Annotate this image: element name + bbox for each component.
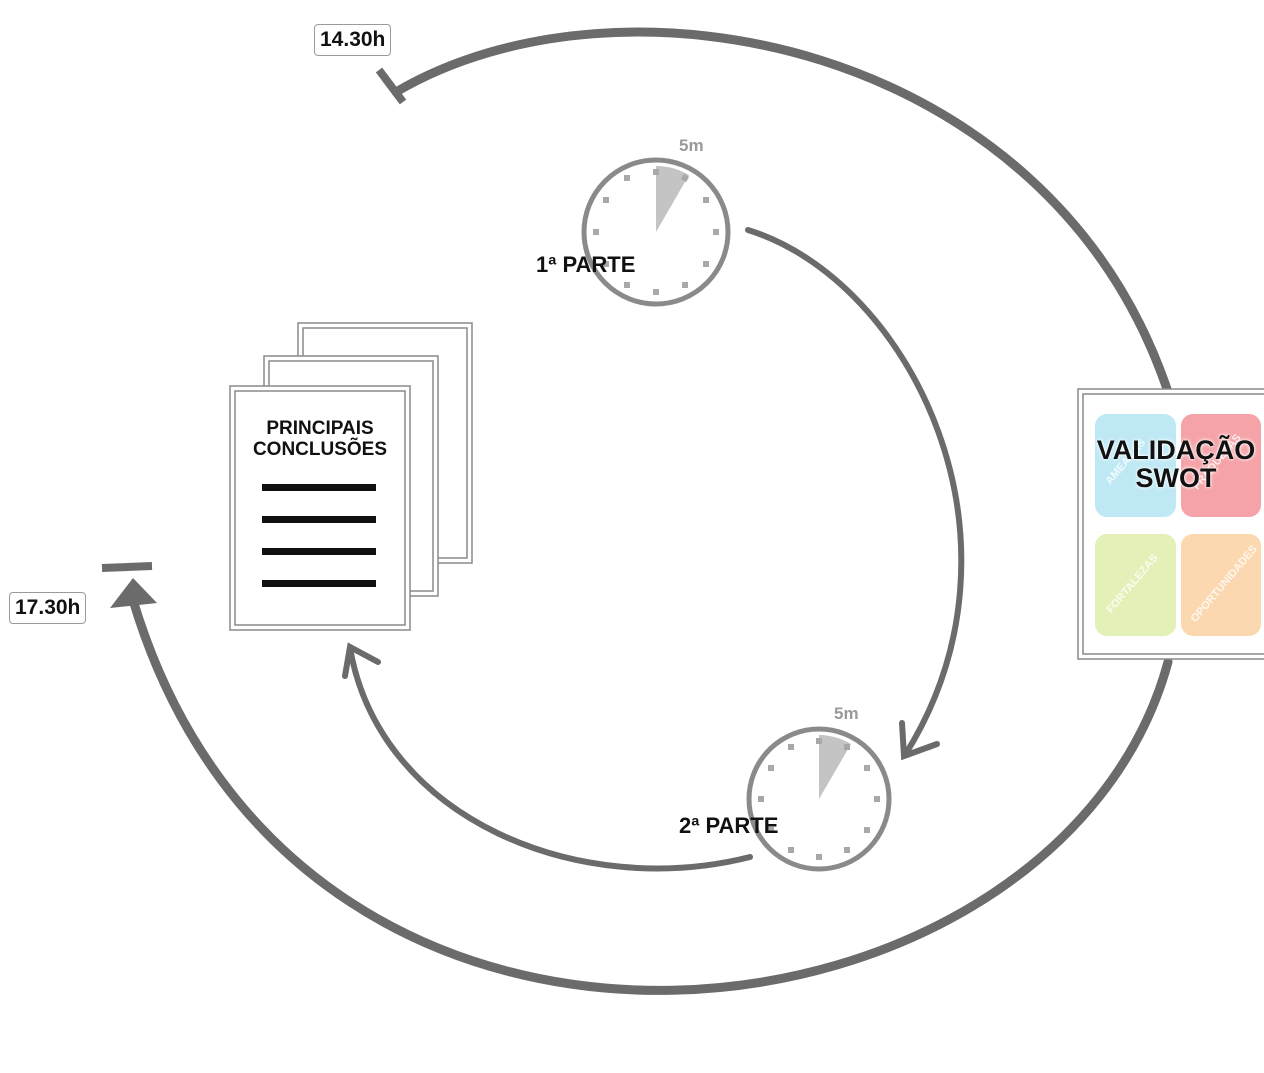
end-time-badge: 17.30h xyxy=(9,592,87,624)
arrowhead-part2-to-conclusions-icon xyxy=(342,642,381,679)
conclusions-title: PRINCIPAIS CONCLUSÕES xyxy=(232,418,408,460)
arrowhead-part1-to-part2-icon xyxy=(899,720,940,761)
swot-quadrant-opportunities xyxy=(1181,534,1261,636)
swot-quadrant-weaknesses xyxy=(1181,414,1261,517)
clock-icon-part2 xyxy=(746,726,892,872)
arrow-part2-to-conclusions xyxy=(347,645,753,872)
swot-card xyxy=(1077,388,1264,660)
inner-cycle xyxy=(342,227,965,872)
outer-arc-top xyxy=(391,27,1173,397)
conclusions-title-line1: PRINCIPAIS xyxy=(266,418,374,439)
outer-timeline xyxy=(101,27,1173,995)
start-bar xyxy=(375,67,407,105)
conclusions-title-line2: CONCLUSÕES xyxy=(252,439,388,460)
arrow-part1-to-part2 xyxy=(745,227,965,758)
end-arrowhead-icon xyxy=(110,578,157,608)
part2-duration-label: 5m xyxy=(834,704,859,723)
swot-title-line1: VALIDAÇÃO xyxy=(1096,435,1256,465)
start-time-badge: 14.30h xyxy=(314,24,392,56)
swot-title: VALIDAÇÃO SWOT xyxy=(1084,436,1264,492)
part2-label: 2ª PARTE xyxy=(679,813,779,838)
swot-quadrant-threats xyxy=(1095,414,1176,517)
clock-icon-part1 xyxy=(581,157,731,307)
outer-arc-bottom xyxy=(128,595,1173,995)
end-bar xyxy=(101,562,153,572)
swot-title-line2: SWOT xyxy=(1135,463,1217,493)
document-stack-icon xyxy=(229,322,473,631)
part1-duration-label: 5m xyxy=(679,136,704,155)
swot-quadrant-strengths xyxy=(1095,534,1176,636)
part1-label: 1ª PARTE xyxy=(536,252,636,277)
document-text-lines xyxy=(262,484,376,587)
